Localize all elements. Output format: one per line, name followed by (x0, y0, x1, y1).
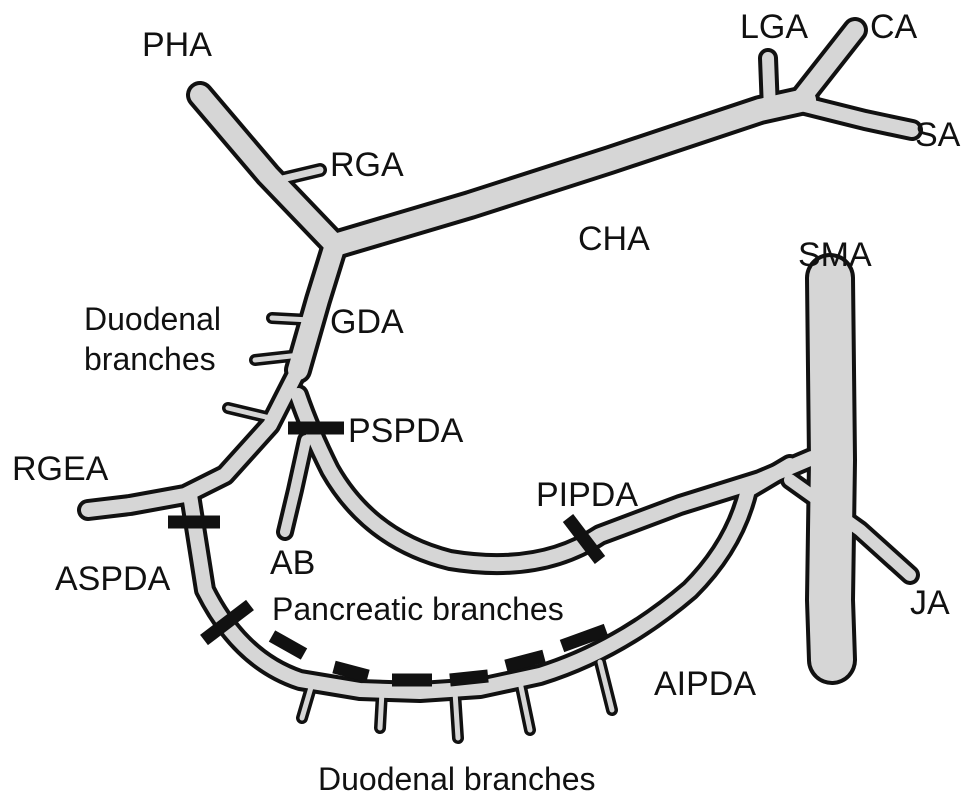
label-duodenal-top-line1: Duodenal (84, 301, 221, 337)
clip-pancreatic-2 (334, 667, 368, 676)
clip-pancreatic-4 (450, 676, 488, 680)
label-cha: CHA (578, 220, 650, 258)
label-rga: RGA (330, 146, 404, 184)
label-aipda: AIPDA (654, 665, 756, 703)
label-duodenal-bottom: Duodenal branches (318, 761, 596, 797)
label-sma: SMA (798, 236, 872, 274)
label-pspda: PSPDA (348, 412, 464, 450)
label-pha: PHA (142, 26, 212, 64)
label-lga: LGA (740, 8, 808, 46)
clip-pancreatic-1 (272, 636, 304, 654)
label-ca: CA (870, 8, 918, 46)
label-ja: JA (910, 584, 950, 622)
label-pancreatic-branches: Pancreatic branches (272, 591, 564, 627)
label-rgea: RGEA (12, 450, 109, 488)
label-duodenal-top-line2: branches (84, 341, 216, 377)
label-pipda: PIPDA (536, 476, 638, 514)
label-gda: GDA (330, 303, 404, 341)
label-sa: SA (915, 116, 961, 154)
label-aspda: ASPDA (55, 560, 171, 598)
label-ab: AB (270, 544, 315, 582)
